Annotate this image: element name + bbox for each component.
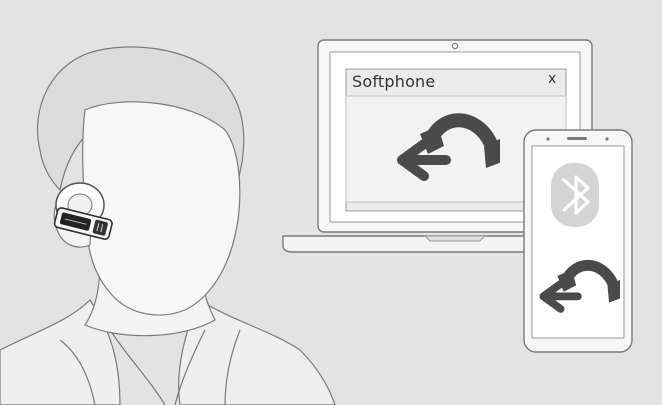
person-figure [0, 47, 335, 405]
close-button[interactable]: x [548, 71, 556, 87]
bluetooth-icon [551, 163, 599, 227]
softphone-title: Softphone [352, 72, 435, 91]
